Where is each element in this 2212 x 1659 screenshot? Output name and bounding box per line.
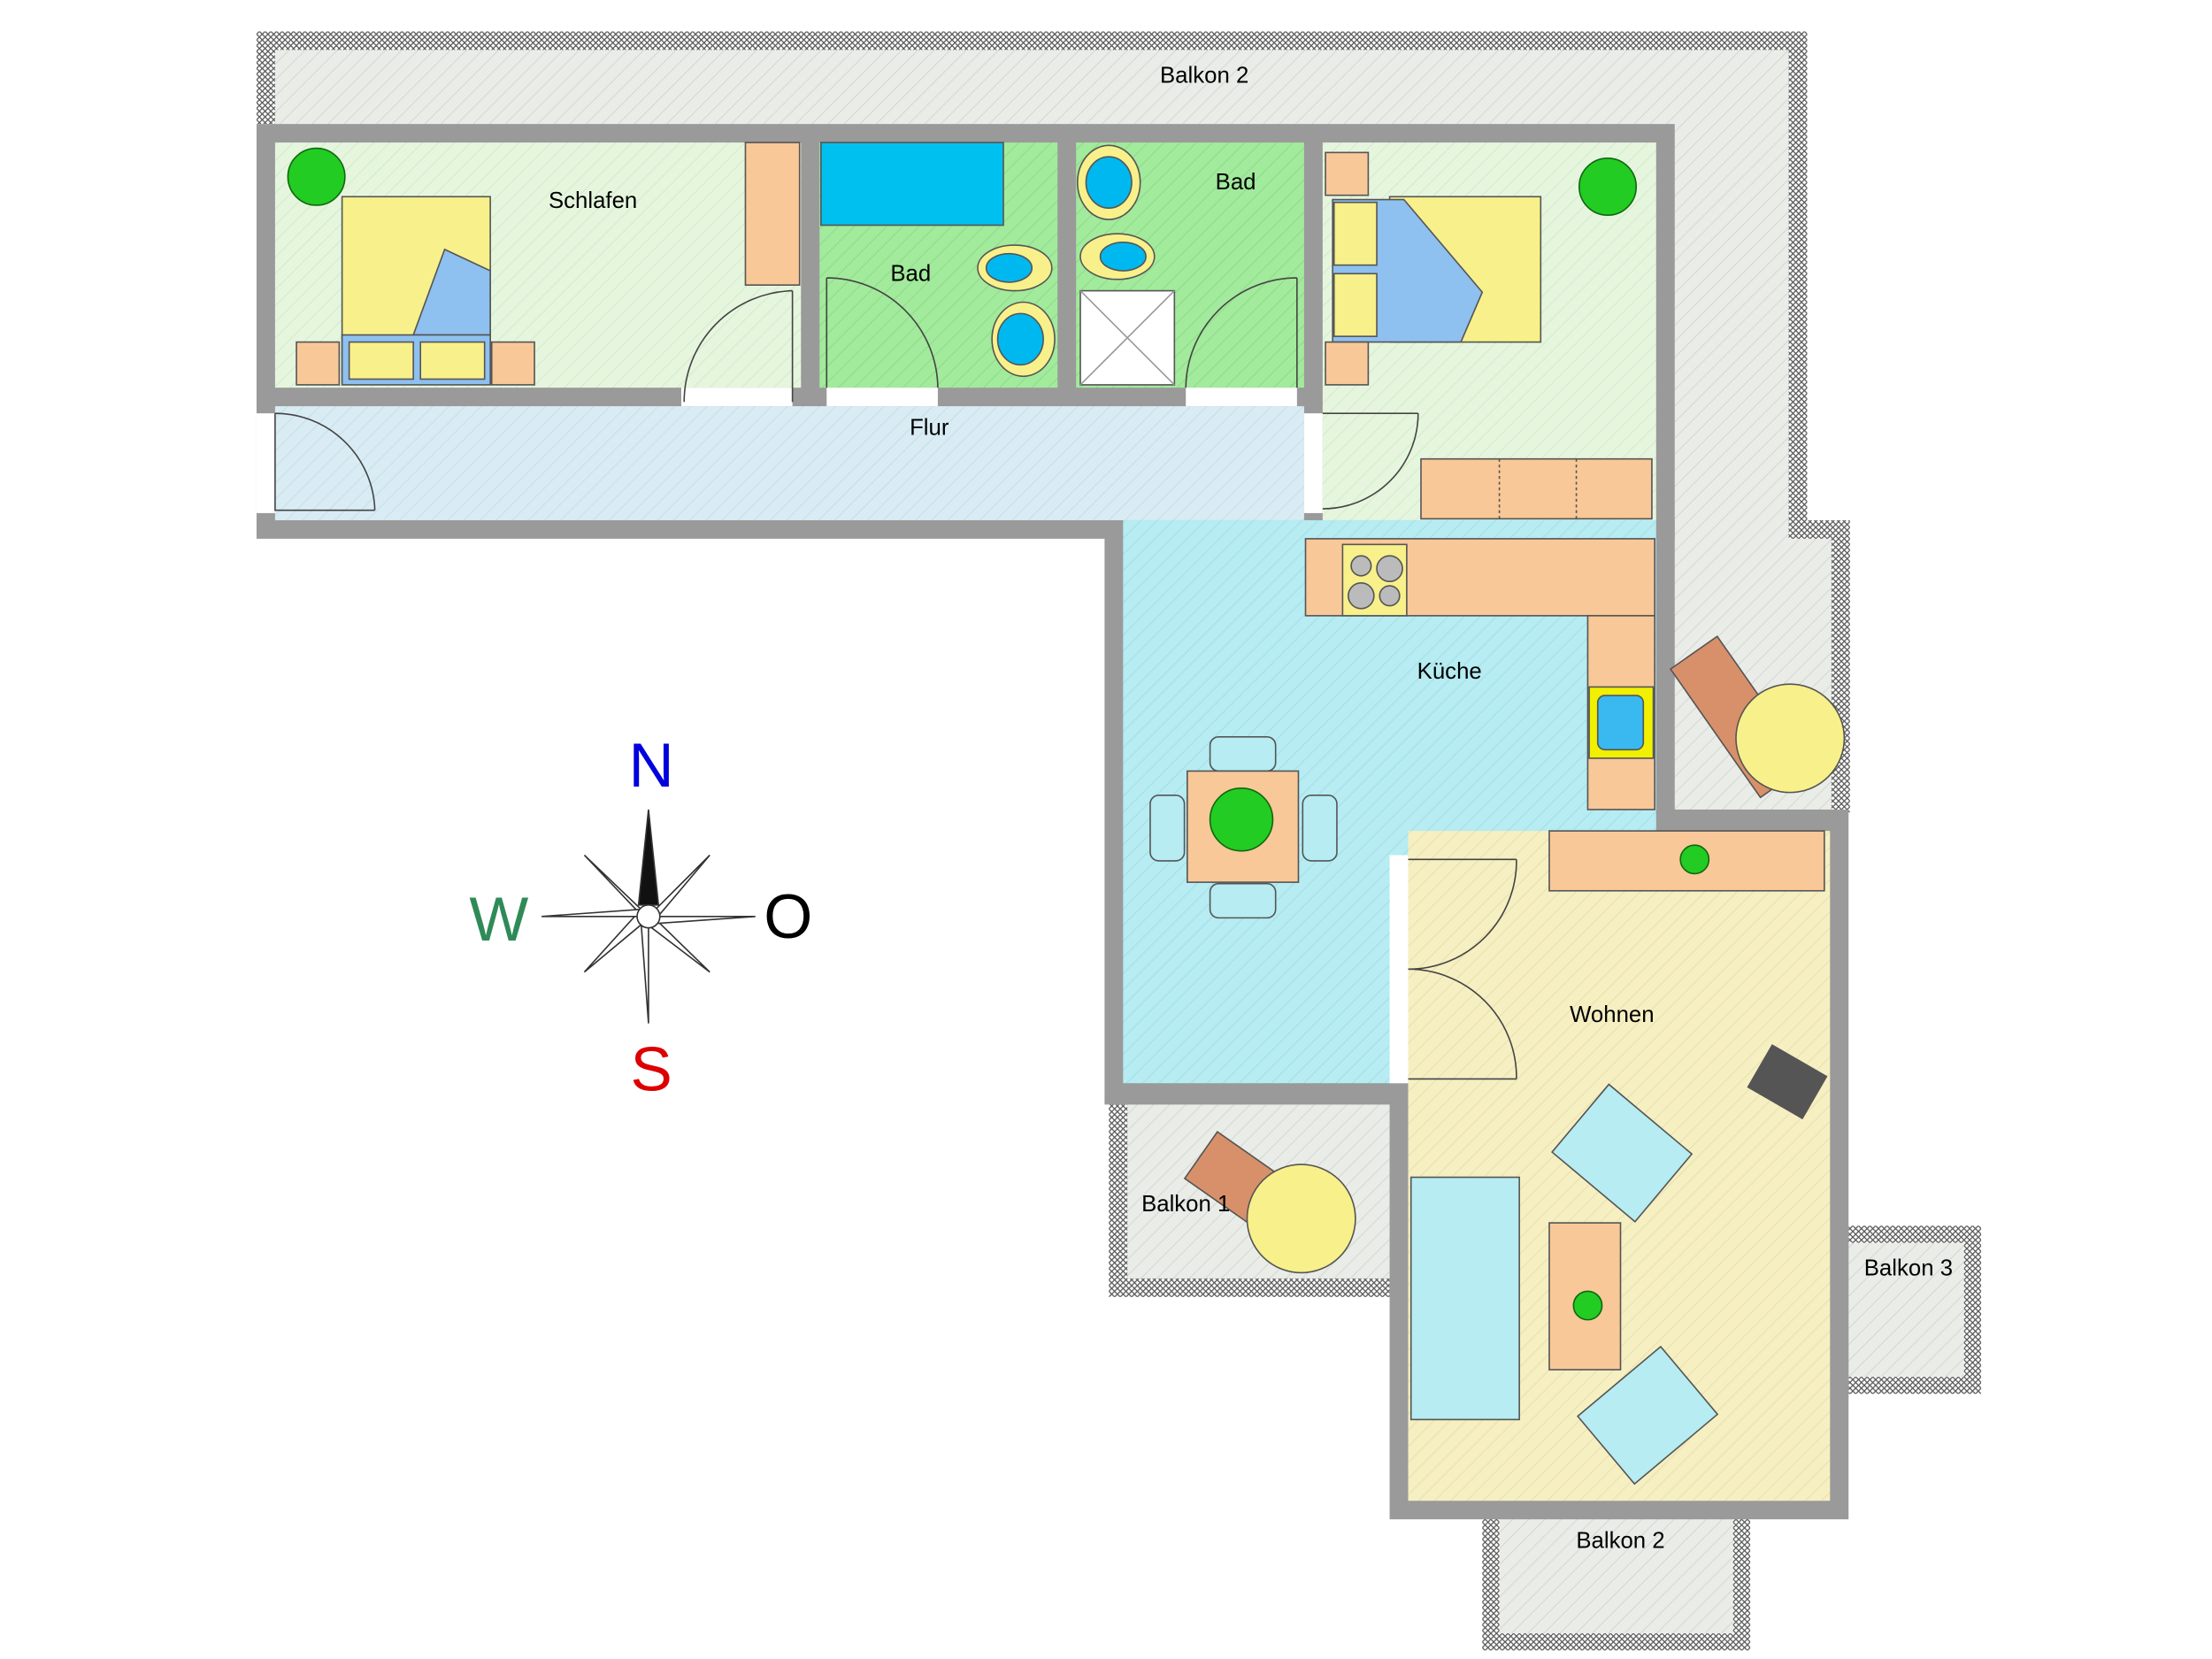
armchair <box>1576 1345 1719 1486</box>
label-bad-2: Bad <box>1216 170 1256 195</box>
parasol <box>1246 1164 1356 1274</box>
plant-icon <box>1578 157 1638 217</box>
label-balkon-2-bottom: Balkon 2 <box>1576 1528 1664 1553</box>
label-flur: Flur <box>910 415 949 440</box>
sofa <box>1409 1176 1520 1421</box>
label-kueche: Küche <box>1417 659 1482 684</box>
wardrobe <box>744 142 801 286</box>
compass-east: O <box>764 882 812 952</box>
bathtub <box>820 142 1004 227</box>
compass-south: S <box>631 1034 672 1104</box>
compass-north: N <box>629 731 674 801</box>
room-flur <box>274 406 1304 520</box>
plant-icon <box>1679 844 1710 875</box>
compass-west: W <box>469 885 528 955</box>
doorway-wohnen <box>1389 855 1409 1084</box>
label-balkon-3: Balkon 3 <box>1864 1256 1953 1281</box>
balcony-2-bottom <box>1482 1517 1751 1651</box>
plants <box>287 147 1710 1321</box>
label-bad-1: Bad <box>890 261 931 286</box>
label-balkon-1: Balkon 1 <box>1141 1192 1230 1217</box>
balcony-top <box>256 31 1850 813</box>
label-balkon-2-top: Balkon 2 <box>1160 63 1248 88</box>
plant-icon <box>1209 787 1274 852</box>
tv <box>1747 1044 1828 1120</box>
doors <box>256 277 1517 1080</box>
armchair <box>1550 1083 1694 1223</box>
plant-icon <box>287 147 346 206</box>
label-schlafen: Schlafen <box>549 188 637 213</box>
balcony-3 <box>1848 1225 1982 1394</box>
compass-rose-icon <box>541 809 756 1024</box>
dresser <box>1420 457 1653 520</box>
label-wohnen: Wohnen <box>1570 1002 1655 1027</box>
furniture <box>296 142 1846 1486</box>
plant-icon <box>1572 1290 1603 1321</box>
